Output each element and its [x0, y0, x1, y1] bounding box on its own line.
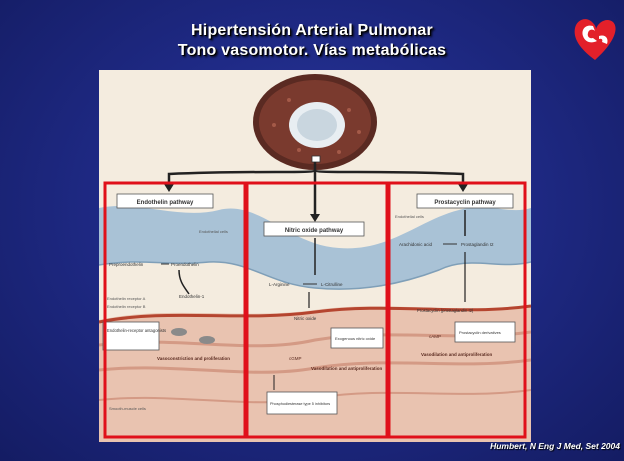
prostacyclin-label: Prostacyclin (prostaglandin I2) [417, 308, 474, 313]
receptor-a-label: Endothelin receptor A [107, 296, 146, 301]
slide-title-line2: Tono vasomotor. Vías metabólicas [0, 42, 624, 60]
pi-endothelial-label: Endothelial cells [395, 214, 424, 219]
pde-inhibitors-label: Phosphodiesterase type 5 inhibitors [270, 402, 330, 406]
arachidonic-label: Arachidonic acid [399, 242, 433, 247]
derivatives-label: Prostacyclin derivatives [459, 330, 501, 335]
nitric-oxide-title: Nitric oxide pathway [285, 228, 344, 234]
nitric-oxide-label: Nitric oxide [294, 316, 317, 321]
proendothelin-label: Proendothelin [171, 262, 199, 267]
endothelin1-label: Endothelin-1 [179, 294, 205, 299]
endothelin-title: Endothelin pathway [137, 200, 194, 206]
receptor-b-label: Endothelin receptor B [107, 304, 146, 309]
heart-logo-icon [571, 14, 619, 64]
cgmp-label: cGMP [289, 356, 302, 361]
slide-title-line1: Hipertensión Arterial Pulmonar [0, 22, 624, 40]
larginine-label: L-Arginine [269, 282, 290, 287]
preproendothelin-label: Preproendothelin [109, 262, 144, 267]
camp-label: cAMP [429, 334, 441, 339]
antagonists-label: Endothelin-receptor antagonists [107, 328, 166, 333]
pathway-figure: Endothelin pathway Endothelial cells Pre… [99, 70, 531, 442]
pi-vasodilation-label: Vasodilation and antiproliferation [421, 352, 493, 357]
lcitrulline-label: L-Citrulline [321, 282, 343, 287]
exogenous-no-label: Exogenous nitric oxide [335, 336, 376, 341]
vasoconstriction-label: Vasoconstriction and proliferation [157, 356, 230, 361]
prostaglandin-i2-label: Prostaglandin I2 [461, 242, 494, 247]
citation: Humbert, N Eng J Med, Set 2004 [430, 441, 620, 451]
smooth-muscle-label: Smooth-muscle cells [109, 406, 146, 411]
endothelial-cells-label: Endothelial cells [199, 229, 228, 234]
no-vasodilation-label: Vasodilation and antiproliferation [311, 366, 383, 371]
prostacyclin-title: Prostacyclin pathway [434, 200, 496, 206]
